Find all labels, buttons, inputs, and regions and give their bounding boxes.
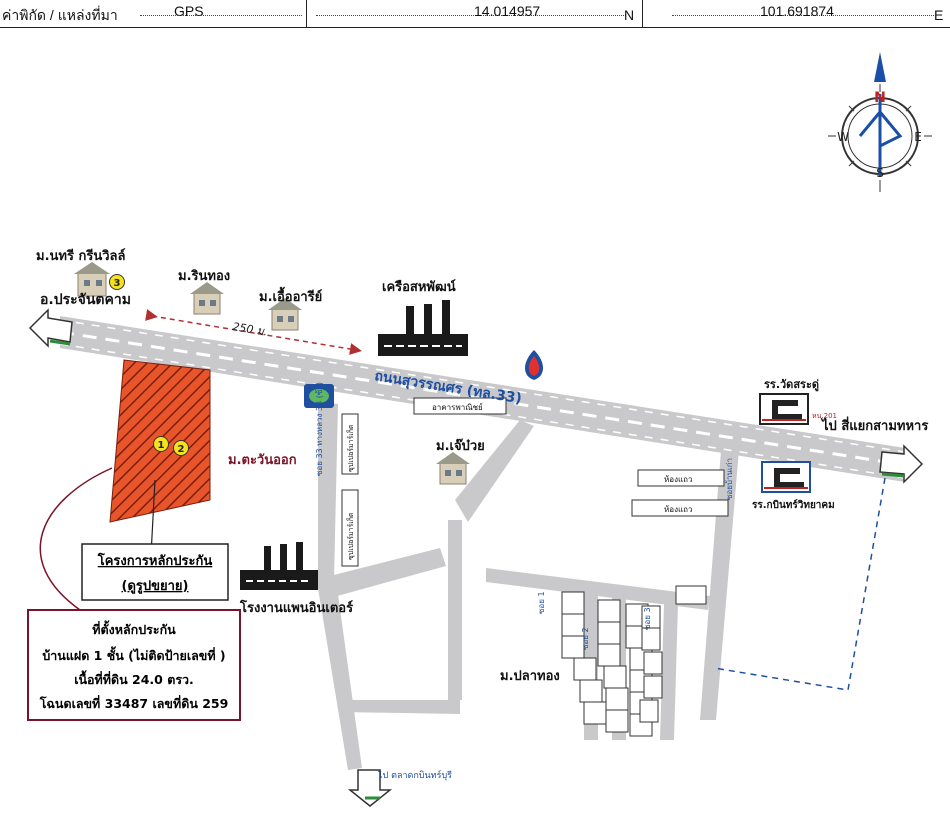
header-cell-lon: 101.691874 E	[642, 0, 950, 27]
label-uea-aree: ม.เอื้ออารีย์	[259, 286, 322, 305]
info-line-4: โฉนดเลขที่ 33487 เลขที่ดิน 259	[39, 695, 229, 711]
coordinate-header: ค่าพิกัด / แหล่งที่มา GPS 14.014957 N 10…	[0, 0, 950, 28]
label-factory-pan: โรงงานแพนอินเตอร์	[239, 599, 353, 616]
label-school-watsra: รร.วัดสระดู่	[764, 378, 819, 392]
house-icon	[268, 298, 302, 331]
compass-n: N	[874, 90, 886, 106]
road-link-a	[322, 548, 446, 598]
house-icon	[74, 262, 110, 297]
collateral-info-box: ที่ตั้งหลักประกัน บ้านแฝด 1 ชั้น (ไม่ติด…	[27, 609, 241, 721]
road-soi-right	[700, 438, 740, 720]
house-icon	[190, 282, 224, 315]
gas-station-icon	[525, 350, 543, 380]
marker-1-label: 1	[158, 440, 165, 451]
housing-grid	[561, 591, 663, 737]
marker-2-label: 2	[178, 444, 185, 455]
arrow-south	[347, 769, 393, 807]
factory-icon	[240, 542, 318, 590]
road-center	[448, 520, 462, 700]
latitude-value: 14.014957	[474, 3, 541, 19]
source-value: GPS	[174, 3, 204, 19]
project-label: โครงการหลักประกัน	[97, 552, 213, 569]
shophouse-1	[637, 469, 725, 487]
compass-s: S	[876, 166, 884, 180]
info-line-1: ที่ตั้งหลักประกัน	[92, 620, 176, 637]
header-cell-source: ค่าพิกัด / แหล่งที่มา GPS	[0, 0, 307, 27]
buildings	[341, 397, 729, 605]
school-icon	[761, 461, 811, 493]
project-callout: โครงการหลักประกัน (ดูรูปขยาย)	[81, 543, 229, 601]
house-icon	[436, 452, 470, 485]
marker-2: 2	[173, 440, 189, 456]
info-line-3: เนื้อที่ที่ดิน 24.0 ตรว.	[74, 670, 194, 687]
north-arrow-icon	[874, 52, 886, 82]
compass-rose-icon: N E S W	[828, 52, 932, 192]
arrow-west	[28, 308, 73, 348]
commercial-building	[413, 397, 507, 415]
marker-3: 3	[109, 274, 125, 290]
label-greenville: ม.นทรี กรีนวิลล์	[36, 248, 125, 264]
label-plathong: ม.ปลาทอง	[500, 669, 560, 684]
label-to-prachantakham: อ.ประจันตคาม	[40, 292, 131, 308]
bank-icon	[304, 384, 334, 408]
road-soi-left	[318, 402, 338, 580]
label-tawan-ok: ม.ตะวันออก	[228, 453, 297, 468]
arrow-east-shape	[879, 444, 924, 484]
building-soi-b	[341, 489, 359, 567]
shophouse-2	[631, 499, 729, 517]
distance-line	[145, 309, 362, 355]
location-map: 250 ม. 1 2 3	[27, 52, 932, 807]
see-enlarged-label: (ดูรูปขยาย)	[122, 579, 189, 594]
project-callout-box	[81, 543, 229, 601]
dots-1	[140, 15, 302, 16]
label-commercial-building: อาคารพาณิชย์	[432, 402, 483, 412]
road-bottom-link	[340, 700, 460, 714]
lat-suffix: N	[624, 7, 635, 23]
distance-label: 250 ม.	[232, 320, 269, 338]
road-to-market	[316, 576, 362, 770]
dots-3	[672, 15, 934, 16]
label-soi-right: ซอยบ้านเก่า	[725, 458, 734, 500]
info-box-frame	[27, 609, 241, 721]
label-to-intersection: ไป สี่แยกสามทหาร	[820, 416, 928, 434]
label-rinthong: ม.ริน​ทอง	[178, 269, 230, 284]
building-soi-a	[341, 413, 359, 475]
road-plathong	[486, 568, 710, 610]
arrow-east	[879, 444, 924, 484]
longitude-value: 101.691874	[760, 3, 834, 19]
label-soi-3: ซอย 1	[537, 591, 546, 614]
label-shophouse-2: ห้องแถว	[664, 505, 692, 514]
coord-label: ค่าพิกัด / แหล่งที่มา	[2, 7, 118, 23]
label-factory-group: เครือสหพัฒน์	[382, 279, 456, 295]
arrow-east-green	[881, 472, 905, 478]
factory-icon	[378, 300, 468, 356]
label-soi-2: ซอย 2	[581, 627, 590, 650]
label-soi-b: ซุปเปอร์มาร์เก็ต	[346, 512, 355, 560]
boundary-dashed	[713, 477, 886, 691]
label-soi-left: ซอย 33 ทางหลวง 33 (ซ้ย)	[315, 382, 324, 476]
road-diagonal	[455, 420, 534, 522]
label-soi-a: ซุปเปอร์มาร์เก็ต	[346, 424, 355, 472]
header-cell-lat: 14.014957 N	[306, 0, 643, 27]
label-school-code: หน.201	[812, 412, 837, 420]
marker-3-label: 3	[114, 278, 121, 289]
compass-w: W	[837, 130, 849, 144]
arrow-west-green	[49, 339, 71, 346]
info-leader-curve	[39, 467, 113, 611]
small-building	[675, 585, 707, 605]
lon-suffix: E	[934, 7, 944, 23]
label-shophouse-1: ห้องแถว	[664, 475, 692, 484]
dots-2	[316, 15, 626, 16]
info-line-2: บ้านแฝด 1 ชั้น (ไม่ติดป้ายเลขที่ )	[42, 646, 225, 663]
label-to-market: ไป ตลาดกบินทร์บุรี	[377, 769, 452, 781]
compass-e: E	[914, 130, 922, 144]
road-soi-1	[660, 604, 678, 740]
label-soi-1: ซอย 3	[643, 607, 652, 630]
arrow-west-shape	[28, 308, 73, 348]
marker-1: 1	[153, 436, 169, 452]
label-je-buay: ม.เจ๊บ๋วย	[436, 438, 485, 454]
school-icon	[759, 393, 809, 425]
label-school-kabin: รร.กบินทร์วิทยาคม	[752, 499, 835, 511]
